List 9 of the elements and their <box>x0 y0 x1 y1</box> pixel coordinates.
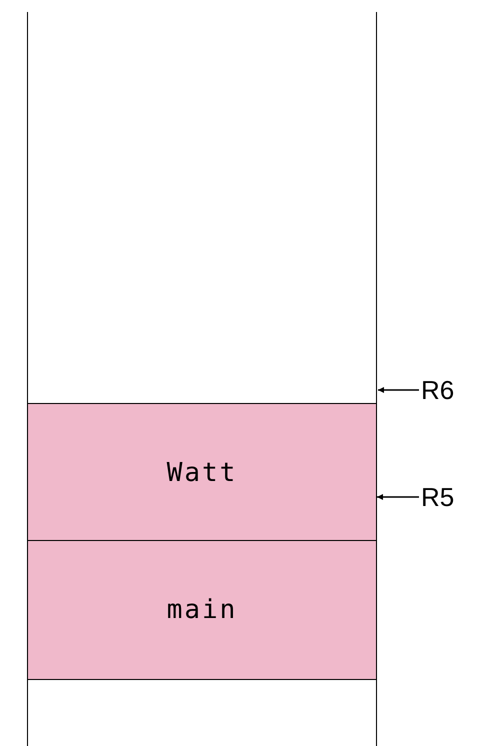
register-label: R6 <box>421 375 454 405</box>
stack-column <box>27 12 377 746</box>
frame-label: main <box>166 595 238 625</box>
stack-frame <box>28 540 376 680</box>
arrow <box>377 494 419 500</box>
arrow <box>378 387 419 393</box>
stack-frame <box>28 403 376 542</box>
frame-label: Watt <box>166 458 238 488</box>
register-label: R5 <box>421 482 454 512</box>
